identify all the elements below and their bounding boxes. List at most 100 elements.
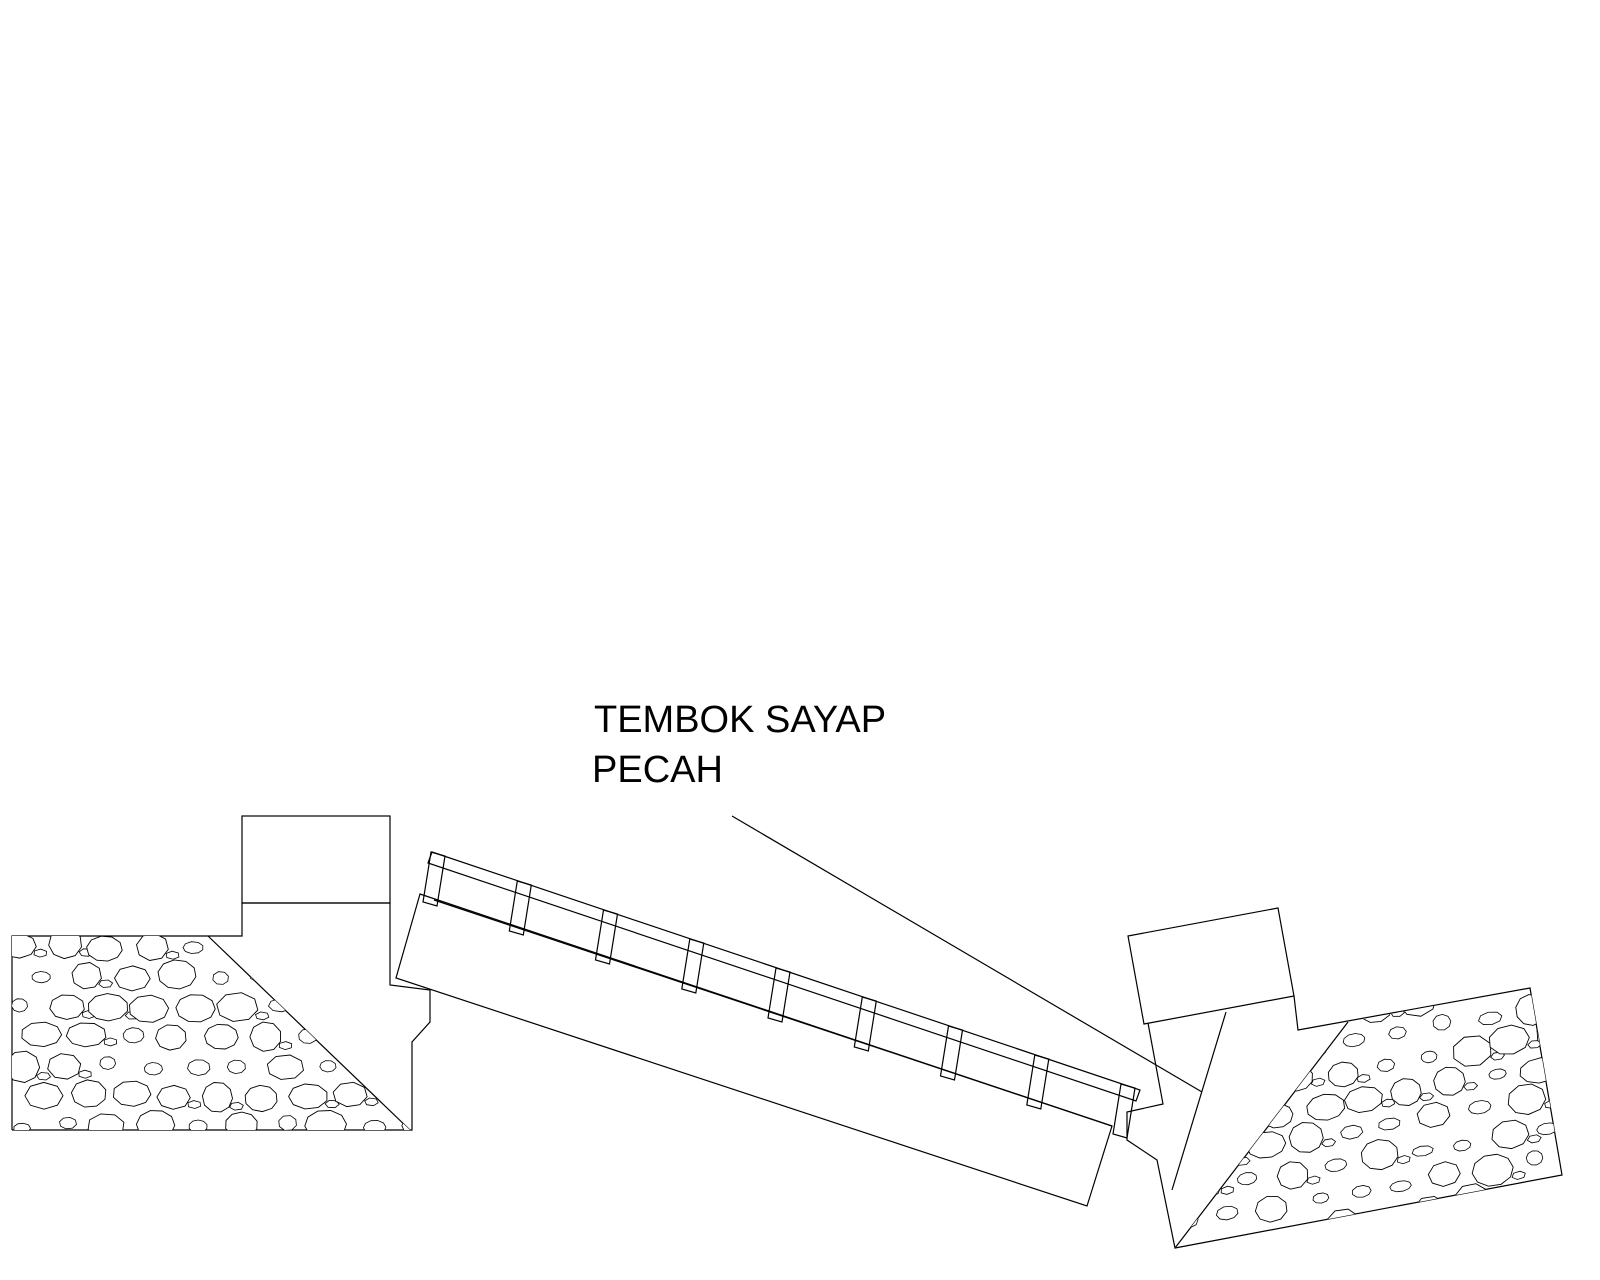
stone [99,1056,117,1070]
annotation-line2: PECAH [592,749,723,791]
stone [12,936,37,959]
stone [1453,1035,1492,1067]
stone [1396,1155,1411,1165]
stone [278,1041,293,1051]
stone [1544,1011,1560,1020]
stone [157,959,197,990]
stone [1263,1248,1303,1279]
stone [1217,1103,1260,1134]
stone [1365,988,1379,992]
stone [1419,1092,1435,1102]
stone [1416,1101,1451,1128]
stone [1582,1095,1597,1105]
stone [1525,1150,1544,1166]
railing-post [1026,1054,1050,1110]
stone [1378,1117,1401,1131]
stone [278,1115,297,1130]
stone [1175,1095,1176,1109]
stone [13,1122,31,1130]
stone [1388,1026,1407,1040]
railing-post [939,1025,964,1081]
stone [1380,1210,1401,1226]
stone [212,971,229,985]
right-abutment [1126,907,1597,1280]
stone [1488,1068,1507,1080]
stone [59,1116,77,1130]
stone [1507,1083,1547,1115]
stone [244,1084,278,1113]
stone [1240,1070,1273,1100]
stone [1177,1020,1217,1049]
stone [1175,1055,1198,1085]
leader-line [731,815,1203,1093]
stone [1487,1200,1503,1209]
stone [249,1021,282,1052]
stone [1411,1145,1434,1157]
stone [1376,1058,1396,1072]
stone [405,1061,410,1075]
stone [1236,1172,1258,1186]
stone [1306,1093,1346,1121]
stone [1326,1208,1361,1239]
stone [319,1060,337,1073]
stone [1531,1204,1562,1233]
stone [1261,1103,1294,1129]
railing-post [767,967,791,1023]
stone [201,1082,233,1113]
stone [171,1129,187,1130]
stone [359,1058,379,1070]
stone [49,994,85,1020]
stone [88,993,128,1022]
stone [1536,967,1560,983]
stone [437,954,451,961]
stone [204,1023,239,1050]
stone [298,1028,318,1044]
railing-post [508,880,532,936]
stone [226,1059,246,1075]
stone [225,1111,258,1130]
stone [266,1054,304,1080]
stone [98,979,114,988]
stone [231,939,256,952]
stone [1228,1094,1242,1104]
stone [1461,944,1496,974]
stone [1387,1249,1401,1259]
stone [1438,1222,1479,1248]
stone [1432,1013,1452,1031]
stone [1178,1113,1214,1144]
stone [229,1101,244,1111]
stone [1288,1122,1324,1153]
stone [379,1022,410,1048]
stone [33,948,48,958]
stone [364,1097,379,1107]
stone [31,971,51,984]
stone [188,1119,208,1130]
stone [1482,1212,1519,1240]
annotation-line1: TEMBOK SAYAP [594,699,886,741]
stone [129,994,170,1023]
left-abutment-outline [11,902,431,1131]
stone [1561,1219,1562,1229]
stone [12,1050,41,1083]
stone [1216,1253,1262,1280]
stone [1310,1077,1326,1087]
stone [1295,1034,1327,1062]
stone [430,1009,443,1017]
left-abutment [11,815,451,1131]
stone [1453,1183,1490,1215]
stone [1389,1180,1412,1193]
stone [1550,1079,1562,1111]
stone [1269,1085,1285,1095]
stone [78,1069,92,1079]
stone [1507,1187,1527,1204]
stone [175,994,216,1023]
stone [320,1000,343,1013]
stone [1246,1131,1287,1159]
stone [1451,988,1473,998]
stone [1360,1139,1399,1171]
stone [343,1129,358,1130]
stone [1413,1195,1447,1228]
stone [1254,1196,1288,1223]
stone [65,1022,107,1048]
stone [182,941,204,954]
